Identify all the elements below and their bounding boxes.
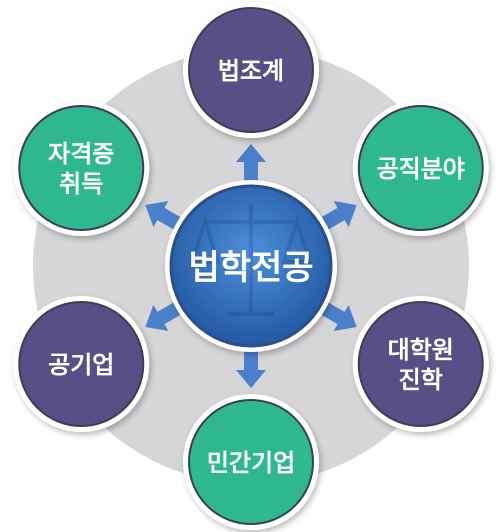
node-law: 법조계	[183, 2, 319, 138]
node-private: 민간기업	[183, 394, 319, 530]
node-publiccorp: 공기업	[13, 296, 150, 432]
node-circle	[18, 105, 145, 231]
node-label: 대학원	[388, 336, 454, 364]
arrow-law	[236, 144, 266, 188]
scales-of-justice-icon	[189, 205, 313, 316]
center-label: 법학전공	[188, 248, 313, 288]
arrow-private	[236, 344, 266, 388]
center-circle	[169, 184, 333, 348]
node-label: 법조계	[218, 57, 284, 85]
node-label: 공기업	[48, 351, 114, 379]
center-node	[165, 180, 337, 352]
node-circle	[18, 301, 145, 427]
node-label: 취득	[59, 170, 103, 198]
node-circle	[357, 301, 484, 427]
node-label: 민간기업	[207, 449, 295, 477]
node-public: 공직분야	[352, 100, 489, 236]
node-label: 자격증	[48, 140, 114, 168]
node-circle	[357, 105, 484, 231]
node-circle	[188, 7, 314, 133]
node-label: 공직분야	[377, 155, 465, 183]
node-label: 진학	[399, 366, 443, 394]
node-circle	[188, 399, 314, 525]
